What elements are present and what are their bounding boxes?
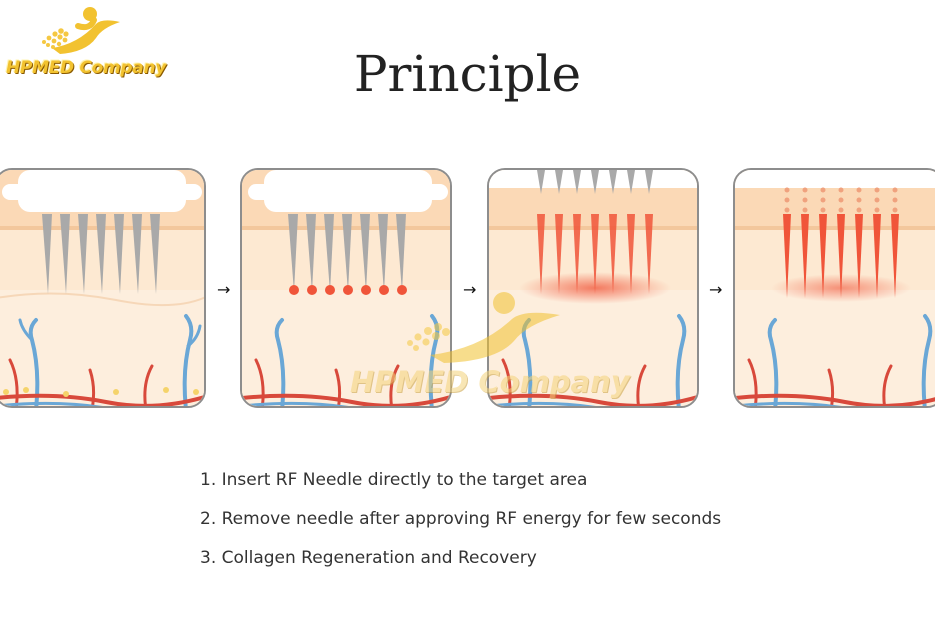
step-1: 1. Insert RF Needle directly to the targ… bbox=[200, 470, 588, 490]
panel-needle-removal-heat bbox=[487, 168, 699, 408]
step-arrow-2: → bbox=[463, 280, 477, 299]
company-logo-text: HPMED Company bbox=[6, 58, 167, 78]
company-logo-icon bbox=[42, 7, 120, 54]
page-title: Principle bbox=[353, 45, 582, 103]
panel-collagen-regeneration bbox=[733, 168, 935, 408]
step-2: 2. Remove needle after approving RF ener… bbox=[200, 509, 722, 529]
step-arrow-3: → bbox=[709, 280, 723, 299]
step-arrow-1: → bbox=[217, 280, 231, 299]
company-logo: HPMED Company bbox=[4, 4, 166, 80]
panel-needle-insert bbox=[0, 168, 206, 408]
steps-list: 1. Insert RF Needle directly to the targ… bbox=[200, 468, 721, 585]
step-3: 3. Collagen Regeneration and Recovery bbox=[200, 548, 537, 568]
panel-rf-energy-tips bbox=[240, 168, 452, 408]
